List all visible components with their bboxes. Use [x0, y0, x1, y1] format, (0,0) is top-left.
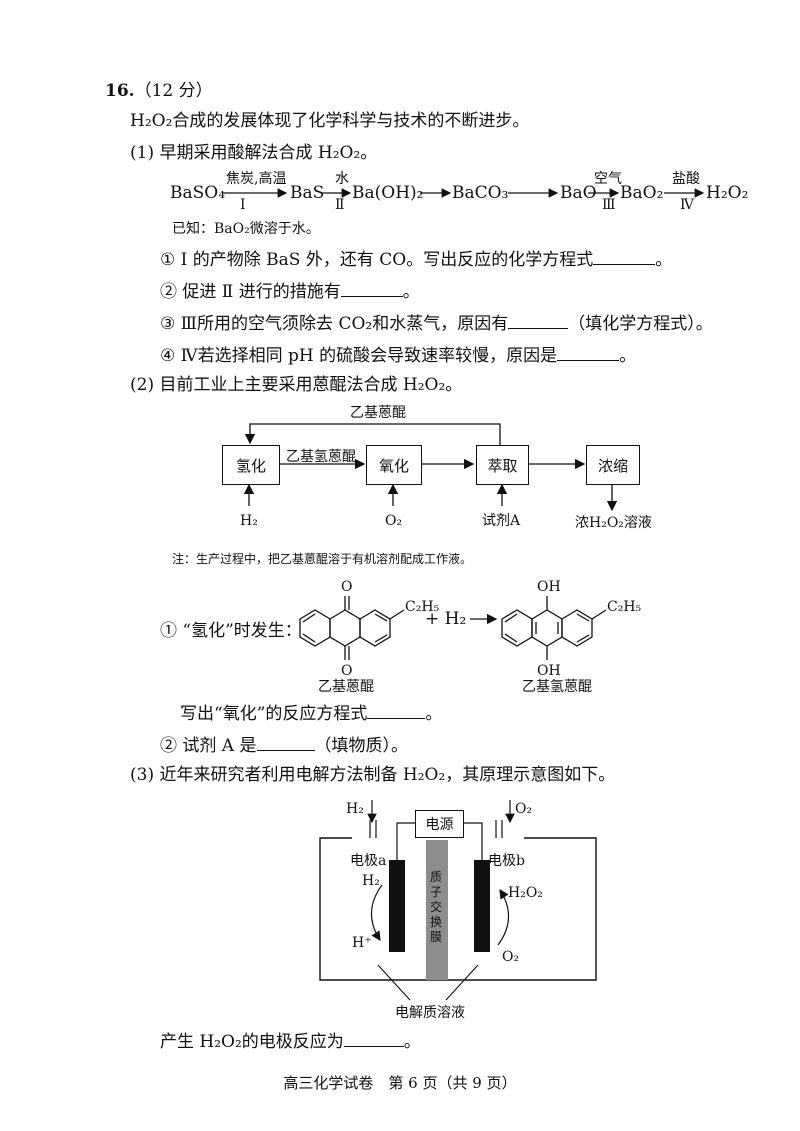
wire-right [463, 822, 483, 860]
scheme-step4-bottom: Ⅳ [680, 197, 694, 213]
label-electrolyte: 电解质溶液 [395, 1005, 465, 1021]
flow-input-o2: O₂ [385, 513, 403, 529]
answer-blank-6[interactable] [256, 734, 315, 751]
h2-to-h-arrow [370, 884, 383, 942]
scheme-step3-bottom: Ⅲ [602, 197, 616, 213]
flow-top-label: 乙基蒽醌 [350, 405, 406, 421]
mol2-ethyl: C₂H₅ [607, 599, 642, 615]
box-extraction: 萃取 [476, 445, 529, 485]
part2-q1-label: ① “氢化”时发生： [160, 621, 302, 641]
label-electrode-a: 电极a [350, 853, 387, 869]
part1-q1: ① Ⅰ 的产物除 BaS 外，还有 CO。写出反应的化学方程式。 [160, 248, 673, 270]
flow-arrow-label: 乙基氢蒽醌 [286, 449, 356, 465]
answer-blank-7[interactable] [343, 1030, 404, 1047]
part1-heading: (1) 早期采用酸解法合成 H₂O₂。 [130, 143, 378, 163]
label-left-h: H⁺ [352, 935, 372, 951]
answer-blank-1[interactable] [593, 248, 656, 265]
o2-to-h2o2-arrow [497, 888, 510, 946]
scheme-bas: BaS [290, 183, 325, 203]
part2-q2: ② 试剂 A 是（填物质）。 [160, 734, 408, 756]
label-right-h2o2: H₂O₂ [508, 885, 543, 901]
scheme-step2-top: 水 [335, 171, 349, 187]
question-intro: H₂O₂合成的发展体现了化学科学与技术的不断进步。 [130, 111, 530, 131]
power-supply: 电源 [415, 810, 464, 838]
box-concentration: 浓缩 [586, 445, 640, 485]
plus-h2: + H₂ [425, 609, 467, 629]
question-number: 16.（12 分） [105, 81, 213, 101]
mol1-o-bottom: O [341, 663, 353, 679]
label-membrane: 质子交换膜 [430, 870, 443, 944]
scheme-baso4: BaSO₄ [170, 183, 226, 203]
part2-note: 注：生产过程中，把乙基蒽醌溶于有机溶剂配成工作液。 [172, 552, 473, 566]
part1-q3: ③ Ⅲ所用的空气须除去 CO₂和水蒸气，原因有（填化学方程式）。 [160, 312, 713, 334]
scheme-step1-bottom: Ⅰ [240, 197, 246, 213]
label-left-h2: H₂ [362, 873, 380, 889]
label-h2-inlet: H₂ [346, 801, 364, 817]
ethylanthrahydroquinone-structure [501, 596, 607, 660]
box-oxidation: 氧化 [366, 445, 422, 485]
label-right-o2: O₂ [502, 949, 520, 965]
electrode-b [474, 860, 490, 952]
scheme-step2-bottom: Ⅱ [335, 197, 345, 213]
scheme-step3-top: 空气 [594, 171, 622, 187]
answer-blank-2[interactable] [340, 280, 403, 297]
scheme-bao: BaO [560, 183, 597, 203]
flow-input-h2: H₂ [240, 513, 258, 529]
mol1-name: 乙基蒽醌 [318, 679, 374, 695]
label-o2-inlet: O₂ [515, 801, 533, 817]
mol2-name: 乙基氢蒽醌 [522, 679, 592, 695]
scheme-bao2: BaO₂ [620, 183, 664, 203]
answer-blank-4[interactable] [557, 344, 620, 361]
electrode-a [389, 860, 405, 952]
mol2-oh-bottom: OH [537, 663, 561, 679]
flow-output: 浓H₂O₂溶液 [575, 515, 652, 531]
part1-q2: ② 促进 Ⅱ 进行的措施有。 [160, 280, 420, 302]
wire-left [396, 822, 415, 860]
mol2-oh-top: OH [537, 579, 561, 595]
mol1-o-top: O [341, 579, 353, 595]
part2-q1-text: 写出“氧化”的反应方程式。 [180, 702, 443, 724]
scheme-h2o2: H₂O₂ [706, 183, 749, 203]
scheme-baoh2: Ba(OH)₂ [352, 183, 424, 203]
recycle-line [244, 423, 501, 446]
part2-heading: (2) 目前工业上主要采用蒽醌法合成 H₂O₂。 [130, 375, 463, 395]
mol1-ethyl: C₂H₅ [405, 599, 440, 615]
part1-q4: ④ Ⅳ若选择相同 pH 的硫酸会导致速率较慢，原因是。 [160, 344, 637, 366]
label-electrode-b: 电极b [488, 853, 525, 869]
ethylanthraquinone-structure [299, 596, 405, 660]
page-footer: 高三化学试卷 第 6 页（共 9 页） [283, 1074, 517, 1092]
scheme-step4-top: 盐酸 [672, 171, 700, 187]
scheme-baco3: BaCO₃ [452, 183, 509, 203]
flow-input-reagent: 试剂A [482, 513, 521, 529]
part3-heading: (3) 近年来研究者利用电解方法制备 H₂O₂，其原理示意图如下。 [130, 765, 616, 785]
scheme-step1-top: 焦炭,高温 [226, 171, 287, 187]
answer-blank-3[interactable] [508, 312, 569, 329]
answer-blank-5[interactable] [367, 702, 426, 719]
known-note: 已知：BaO₂微溶于水。 [172, 221, 320, 237]
box-hydrogenation: 氢化 [222, 445, 280, 485]
part3-question: 产生 H₂O₂的电极反应为。 [160, 1030, 421, 1052]
proton-exchange-membrane [426, 840, 448, 980]
electrolytic-cell [319, 837, 597, 981]
